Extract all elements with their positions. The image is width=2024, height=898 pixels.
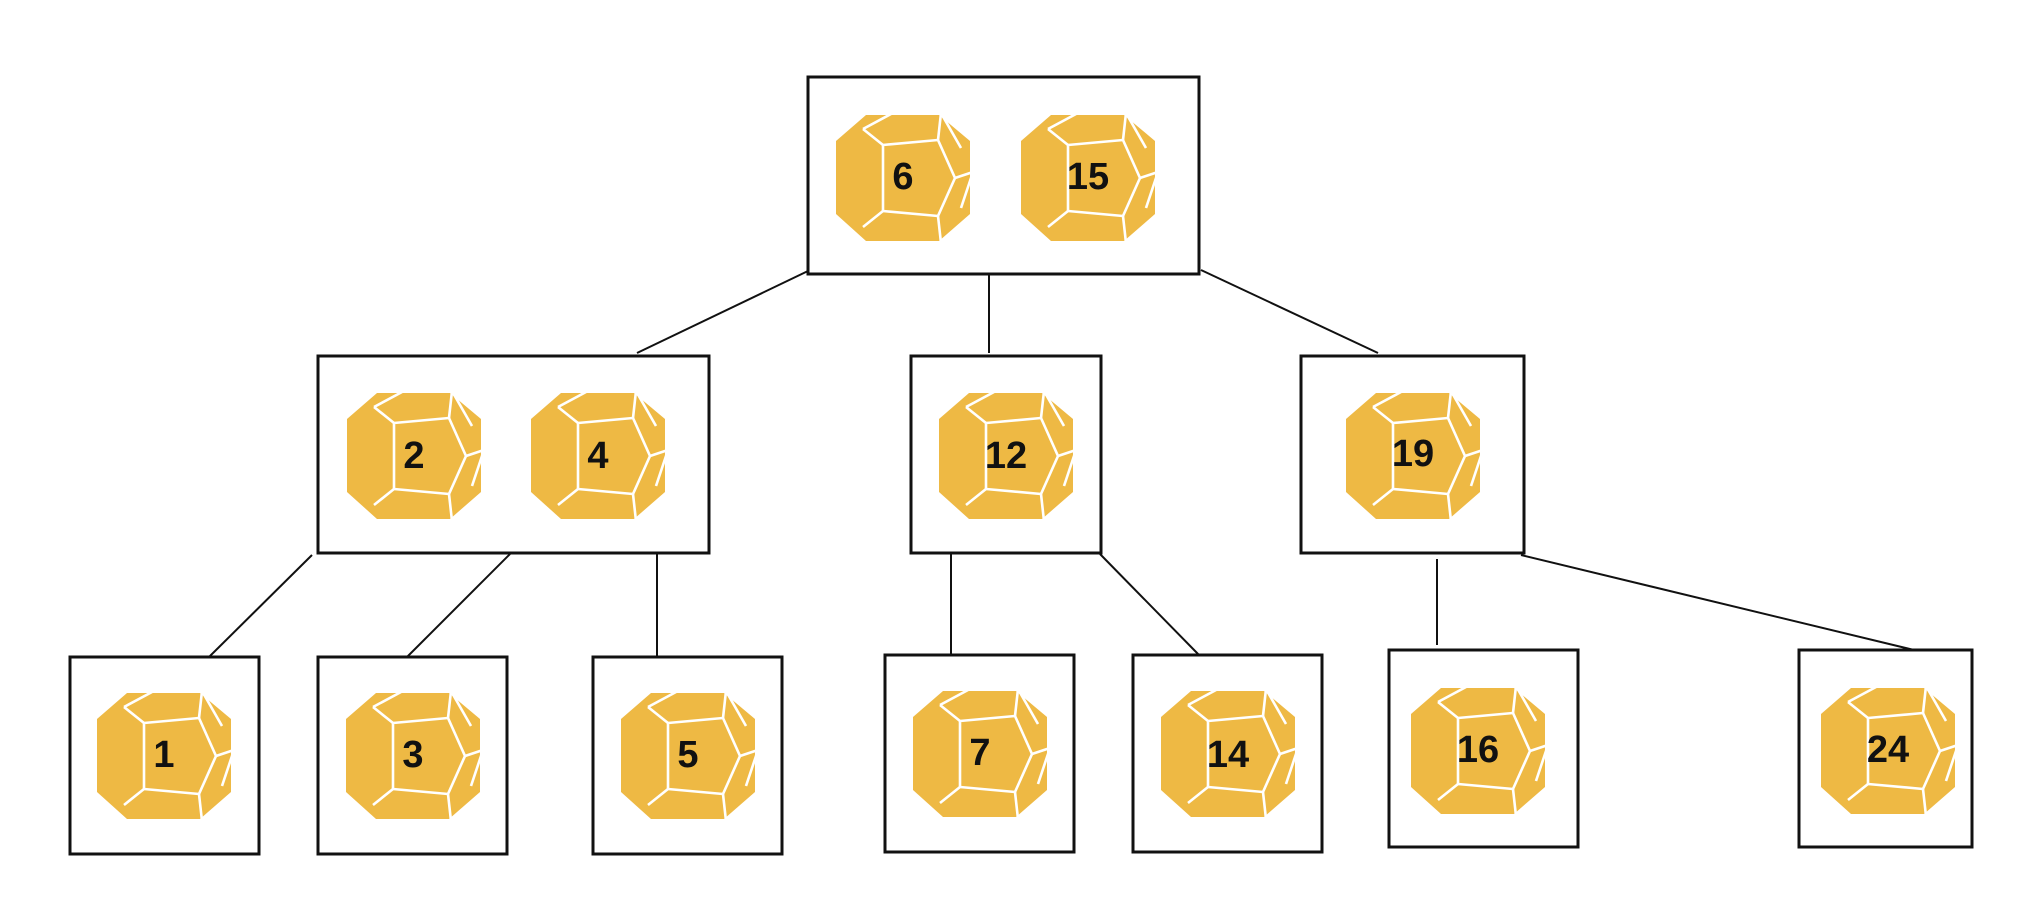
tree-node: 2 4 — [316, 354, 711, 555]
leaf-node: 7 — [883, 653, 1076, 854]
edge-root-to-node-19 — [1200, 269, 1379, 354]
key-label: 14 — [1207, 734, 1249, 776]
tree-node: 12 — [909, 354, 1103, 555]
key-die: 16 — [1409, 684, 1550, 823]
leaf-node: 5 — [591, 655, 784, 856]
key-die: 6 — [834, 111, 975, 250]
key-die: 2 — [345, 389, 486, 528]
edge-node-19-to-node-24 — [1520, 554, 1915, 651]
key-label: 7 — [969, 732, 990, 774]
key-die: 4 — [529, 389, 670, 528]
key-die: 14 — [1159, 687, 1300, 826]
edge-root-to-node-2-4 — [636, 270, 809, 354]
key-die: 19 — [1344, 389, 1485, 528]
key-label: 4 — [587, 435, 608, 477]
edge-node-2-4-to-node-1 — [208, 554, 313, 658]
key-label: 2 — [403, 435, 424, 477]
leaf-node: 24 — [1797, 648, 1974, 849]
leaf-node: 14 — [1131, 653, 1324, 854]
key-die: 7 — [911, 687, 1052, 826]
root-node: 6 15 — [806, 75, 1201, 276]
leaf-node: 3 — [316, 655, 509, 856]
key-label: 19 — [1392, 433, 1434, 475]
key-label: 16 — [1457, 729, 1499, 771]
key-label: 24 — [1867, 729, 1909, 771]
leaf-node: 16 — [1387, 648, 1580, 849]
key-label: 5 — [677, 734, 698, 776]
tree-node: 19 — [1299, 354, 1526, 555]
key-die: 24 — [1819, 684, 1960, 823]
key-label: 1 — [153, 734, 174, 776]
tree-edges — [208, 268, 1915, 658]
key-die: 15 — [1019, 111, 1160, 250]
key-label: 12 — [985, 435, 1027, 477]
key-die: 12 — [937, 389, 1078, 528]
key-die: 3 — [344, 689, 485, 828]
key-label: 3 — [402, 734, 423, 776]
edge-node-12-to-node-14 — [1099, 553, 1200, 656]
key-die: 5 — [619, 689, 760, 828]
edge-node-2-4-to-node-3 — [406, 553, 511, 658]
key-label: 6 — [892, 156, 913, 198]
key-die: 1 — [95, 689, 236, 828]
key-label: 15 — [1067, 156, 1109, 198]
leaf-node: 1 — [68, 655, 261, 856]
